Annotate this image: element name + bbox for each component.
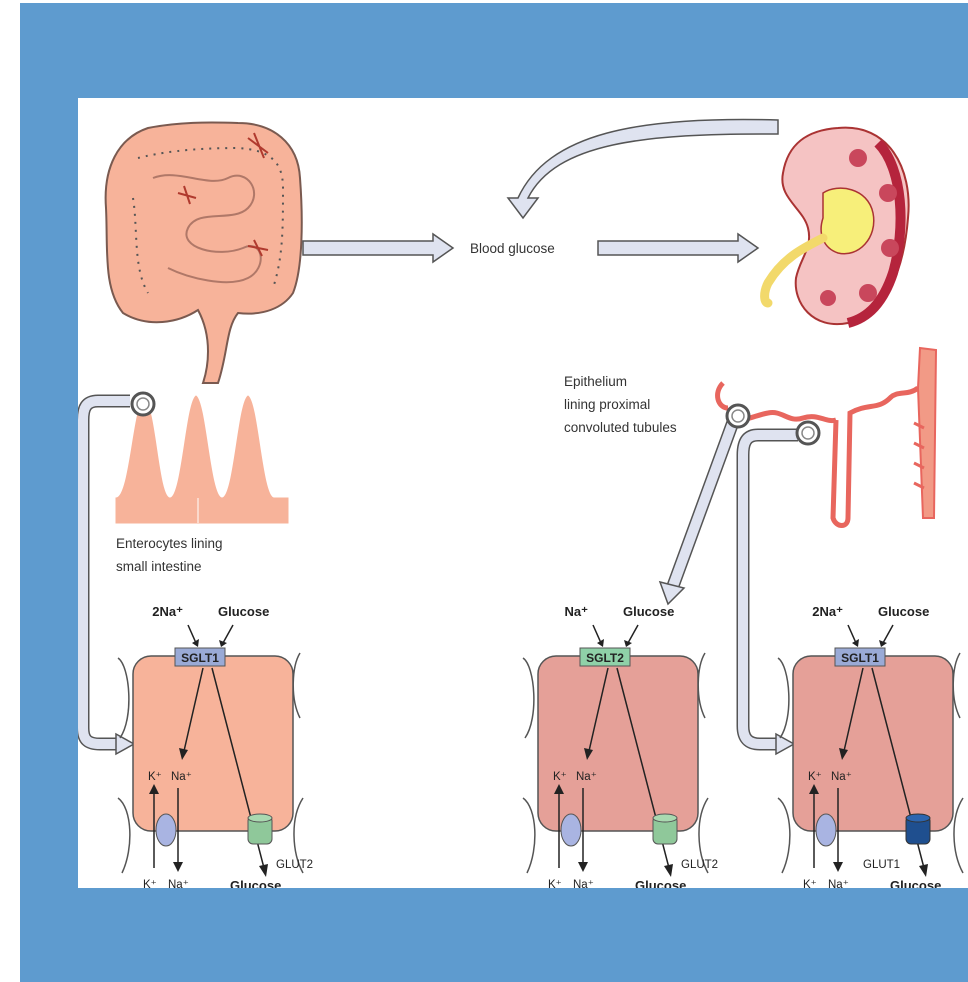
mid-na-label: Na⁺: [171, 771, 192, 783]
top-left-label: 2Na⁺: [812, 604, 843, 619]
top-right-label: Glucose: [218, 604, 269, 619]
cell-kidney-sglt1: SGLT1 2Na⁺ Glucose K⁺ Na⁺ GLUT1 K⁺ Na⁺ G…: [778, 604, 963, 888]
top-left-label: Na⁺: [565, 604, 589, 619]
kidney-illustration: [765, 128, 909, 325]
glut-label: GLUT1: [863, 859, 900, 871]
transporter-label: SGLT1: [181, 651, 219, 665]
epithelium-label-line3: convoluted tubules: [564, 420, 677, 435]
intestine-illustration: [106, 123, 302, 383]
bottom-na-label: Na⁺: [168, 879, 189, 888]
mid-k-label: K⁺: [148, 771, 162, 783]
top-right-label: Glucose: [623, 604, 674, 619]
glucose-transport-diagram: Blood glucose Enterocytes lining small i…: [78, 98, 968, 888]
cell-intestine-sglt1: SGLT1 2Na⁺ Glucose K⁺ Na⁺ GLUT2 K⁺ Na⁺ G…: [118, 604, 313, 888]
top-right-label: Glucose: [878, 604, 929, 619]
glut-label: GLUT2: [276, 859, 313, 871]
bottom-na-label: Na⁺: [828, 879, 849, 888]
bottom-k-label: K⁺: [803, 879, 817, 888]
blood-glucose-label: Blood glucose: [470, 241, 555, 256]
enterocytes-label-line2: small intestine: [116, 559, 202, 574]
glut-label: GLUT2: [681, 859, 718, 871]
mid-k-label: K⁺: [808, 771, 822, 783]
bottom-k-label: K⁺: [548, 879, 562, 888]
mid-na-label: Na⁺: [576, 771, 597, 783]
bottom-glucose-label: Glucose: [635, 878, 686, 888]
transporter-label: SGLT2: [586, 651, 624, 665]
bottom-k-label: K⁺: [143, 879, 157, 888]
top-left-label: 2Na⁺: [152, 604, 183, 619]
mid-k-label: K⁺: [553, 771, 567, 783]
arrow-intestine-to-blood: [303, 234, 453, 262]
arrow-blood-to-kidney: [598, 234, 758, 262]
bottom-na-label: Na⁺: [573, 879, 594, 888]
mid-na-label: Na⁺: [831, 771, 852, 783]
bottom-glucose-label: Glucose: [890, 878, 941, 888]
enterocytes-label-line1: Enterocytes lining: [116, 536, 223, 551]
diagram-panel: Blood glucose Enterocytes lining small i…: [78, 98, 968, 888]
transporter-label: SGLT1: [841, 651, 879, 665]
epithelium-label-line2: lining proximal: [564, 397, 650, 412]
cell-kidney-sglt2: SGLT2 Na⁺ Glucose K⁺ Na⁺ GLUT2 K⁺ Na⁺ Gl…: [523, 604, 718, 888]
curved-arrow-kidney-to-blood: [508, 119, 778, 218]
epithelium-label-line1: Epithelium: [564, 374, 627, 389]
bottom-glucose-label: Glucose: [230, 878, 281, 888]
